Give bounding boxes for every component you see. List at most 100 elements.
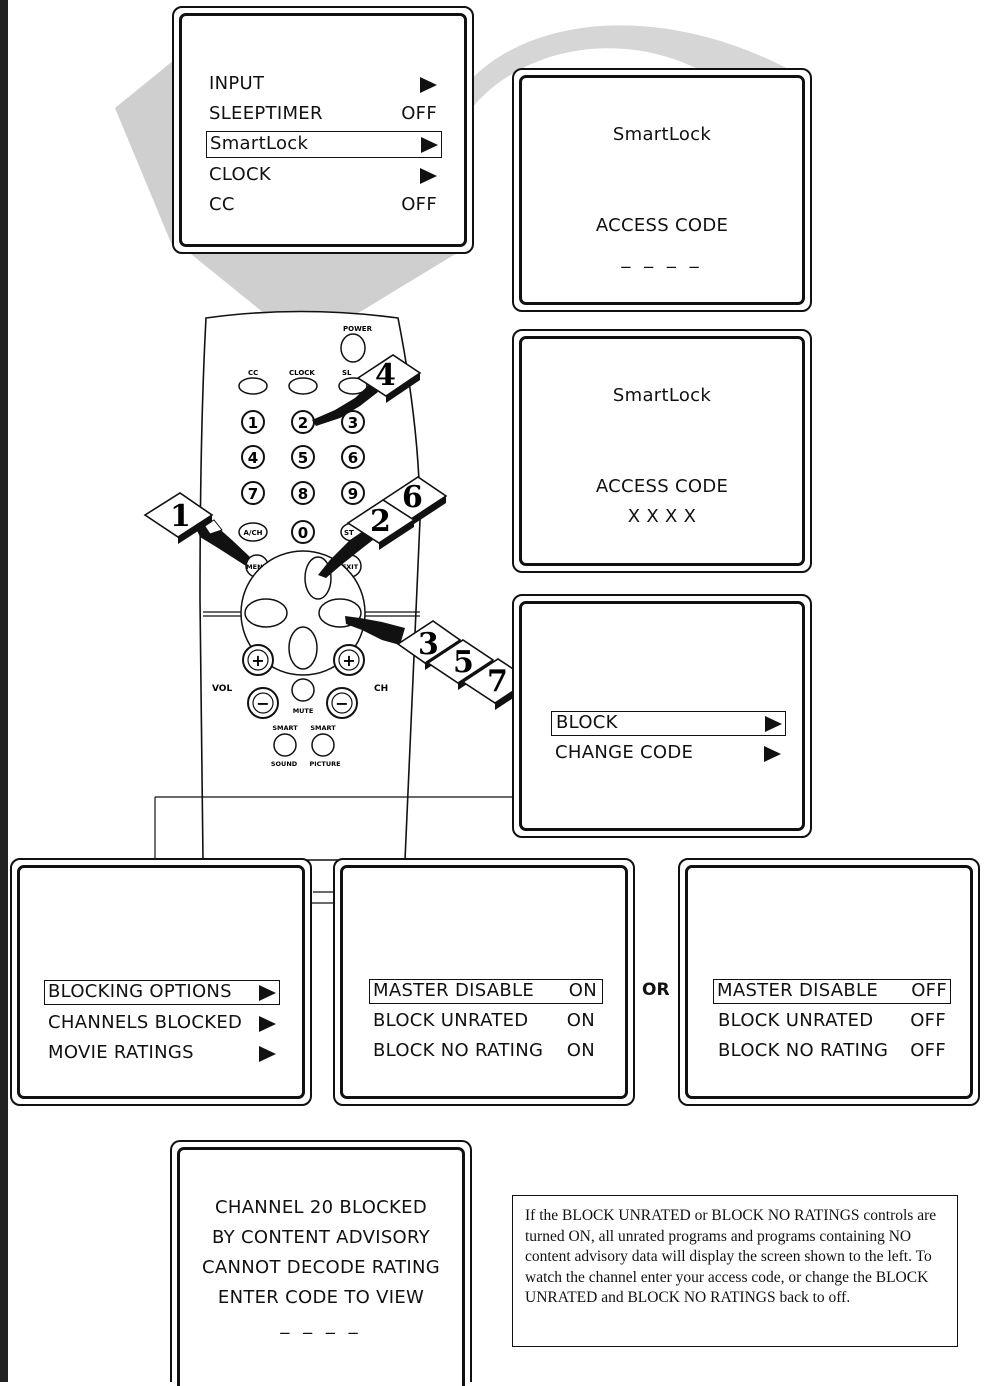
menu-row-input[interactable]: INPUT xyxy=(209,73,437,97)
svg-text:9: 9 xyxy=(348,485,358,503)
digit-6-button: 6 xyxy=(341,445,365,469)
mute-label: MUTE xyxy=(293,707,314,715)
picture-label: PICTURE xyxy=(309,760,340,768)
blocked-line-4: ENTER CODE TO VIEW xyxy=(217,1287,425,1308)
page-edge-bar xyxy=(0,0,8,1382)
digit-8-button: 8 xyxy=(291,481,315,505)
menu-row-master-disable[interactable]: MASTER DISABLE OFF xyxy=(713,979,951,1004)
screen-title: SmartLock xyxy=(612,385,712,406)
nav-down-button xyxy=(288,626,318,670)
svg-text:2: 2 xyxy=(370,504,391,539)
menu-row-label: BLOCK UNRATED xyxy=(718,1010,874,1031)
menu-row-label: MOVIE RATINGS xyxy=(48,1042,194,1063)
hand-pointer-4 xyxy=(312,382,378,426)
svg-text:5: 5 xyxy=(298,449,308,467)
cc-label: CC xyxy=(248,369,258,377)
svg-text:ST: ST xyxy=(344,529,354,537)
menu-row-label: BLOCK NO RATING xyxy=(373,1040,544,1061)
digit-1-button: 1 xyxy=(241,410,265,434)
menu-row-value: OFF xyxy=(911,980,947,1001)
svg-text:7: 7 xyxy=(487,664,508,699)
menu-row-label: BLOCK UNRATED xyxy=(373,1010,529,1031)
blocking-options-screen: BLOCKING OPTIONS CHANNELS BLOCKED MOVIE … xyxy=(10,858,312,1106)
clock-button xyxy=(288,377,318,395)
block-settings-off-screen: MASTER DISABLE OFF BLOCK UNRATED OFF BLO… xyxy=(678,858,980,1106)
hand-pointer-2 xyxy=(318,525,378,578)
smart-sound-button xyxy=(273,733,297,757)
menu-row-cc[interactable]: CC OFF xyxy=(209,194,437,218)
svg-text:+: + xyxy=(251,651,264,670)
hand-pointer-3 xyxy=(345,616,405,645)
step-tag-2: 2 xyxy=(346,499,416,550)
svg-text:1: 1 xyxy=(170,499,191,534)
access-code-screen-filled: SmartLock ACCESS CODE X X X X xyxy=(512,329,812,573)
svg-text:3: 3 xyxy=(348,414,358,432)
ach-button: A/CH xyxy=(238,522,268,542)
svg-text:−: − xyxy=(335,694,348,713)
menu-row-label: CHANGE CODE xyxy=(555,742,694,763)
sleep-label: SL xyxy=(342,369,352,377)
menu-row-block[interactable]: BLOCK xyxy=(551,711,786,736)
nav-ring xyxy=(240,550,366,676)
menu-row-movie-ratings[interactable]: MOVIE RATINGS xyxy=(48,1042,276,1065)
blocked-line-2: BY CONTENT ADVISORY xyxy=(212,1227,430,1248)
menu-row-block-no-rating[interactable]: BLOCK NO RATING ON xyxy=(373,1040,597,1063)
block-settings-on-screen: MASTER DISABLE ON BLOCK UNRATED ON BLOCK… xyxy=(333,858,635,1106)
menu-row-label: SmartLock xyxy=(210,133,309,154)
step-tag-6: 6 xyxy=(381,476,448,526)
access-code-value: X X X X xyxy=(627,506,697,527)
menu-row-channels-blocked[interactable]: CHANNELS BLOCKED xyxy=(48,1012,276,1035)
digit-0-button: 0 xyxy=(291,520,315,544)
sound-label: SOUND xyxy=(271,760,298,768)
svg-text:−: − xyxy=(256,694,269,713)
digit-5-button: 5 xyxy=(291,445,315,469)
blocked-code-input[interactable]: _ _ _ _ xyxy=(280,1314,362,1335)
main-menu-screen: INPUT SLEEPTIMER OFF SmartLock CLOCK CC … xyxy=(172,6,474,254)
menu-row-block-unrated[interactable]: BLOCK UNRATED ON xyxy=(373,1010,597,1033)
menu-row-label: CLOCK xyxy=(209,164,271,185)
or-label: OR xyxy=(642,980,670,1000)
arrow-right-icon xyxy=(420,168,437,184)
step-tag-4: 4 xyxy=(356,354,422,403)
menu-row-label: CHANNELS BLOCKED xyxy=(48,1012,243,1033)
svg-text:0: 0 xyxy=(298,524,308,542)
nav-up-button xyxy=(304,556,332,600)
access-code-label: ACCESS CODE xyxy=(595,215,729,236)
menu-row-value: OFF xyxy=(401,194,437,215)
svg-text:8: 8 xyxy=(298,485,308,503)
menu-row-block-no-rating[interactable]: BLOCK NO RATING OFF xyxy=(718,1040,946,1063)
menu-row-label: SLEEPTIMER xyxy=(209,103,323,124)
menu-row-sleeptimer[interactable]: SLEEPTIMER OFF xyxy=(209,103,437,127)
menu-row-value: OFF xyxy=(910,1040,946,1061)
channel-blocked-screen: CHANNEL 20 BLOCKED BY CONTENT ADVISORY C… xyxy=(170,1140,472,1386)
ch-minus-button: − xyxy=(326,687,358,719)
ch-label: CH xyxy=(374,684,388,694)
digit-4-button: 4 xyxy=(241,445,265,469)
blocked-line-1: CHANNEL 20 BLOCKED xyxy=(214,1197,427,1218)
svg-text:MENU: MENU xyxy=(246,563,268,571)
digit-7-button: 7 xyxy=(241,481,265,505)
menu-row-label: BLOCKING OPTIONS xyxy=(48,981,232,1002)
menu-row-master-disable[interactable]: MASTER DISABLE ON xyxy=(369,979,603,1004)
power-button xyxy=(340,333,366,363)
digit-3-button: 3 xyxy=(341,410,365,434)
menu-row-change-code[interactable]: CHANGE CODE xyxy=(555,742,781,765)
arrow-right-icon xyxy=(421,137,438,153)
menu-row-blocking-options[interactable]: BLOCKING OPTIONS xyxy=(44,980,280,1005)
svg-text:5: 5 xyxy=(453,645,474,680)
menu-row-block-unrated[interactable]: BLOCK UNRATED OFF xyxy=(718,1010,946,1033)
svg-text:+: + xyxy=(342,651,355,670)
menu-row-value: OFF xyxy=(401,103,437,124)
smartlock-menu-screen: BLOCK CHANGE CODE xyxy=(512,594,812,838)
note-box: If the BLOCK UNRATED or BLOCK NO RATINGS… xyxy=(512,1195,958,1347)
power-label: POWER xyxy=(343,325,373,333)
svg-text:7: 7 xyxy=(248,485,258,503)
svg-text:EXIT: EXIT xyxy=(342,563,359,571)
digit-2-button: 2 xyxy=(291,410,315,434)
svg-text:1: 1 xyxy=(248,414,258,432)
beam-lower xyxy=(186,250,462,318)
menu-row-smartlock[interactable]: SmartLock xyxy=(206,131,442,158)
menu-row-clock[interactable]: CLOCK xyxy=(209,164,437,188)
screen-title: SmartLock xyxy=(612,124,712,145)
